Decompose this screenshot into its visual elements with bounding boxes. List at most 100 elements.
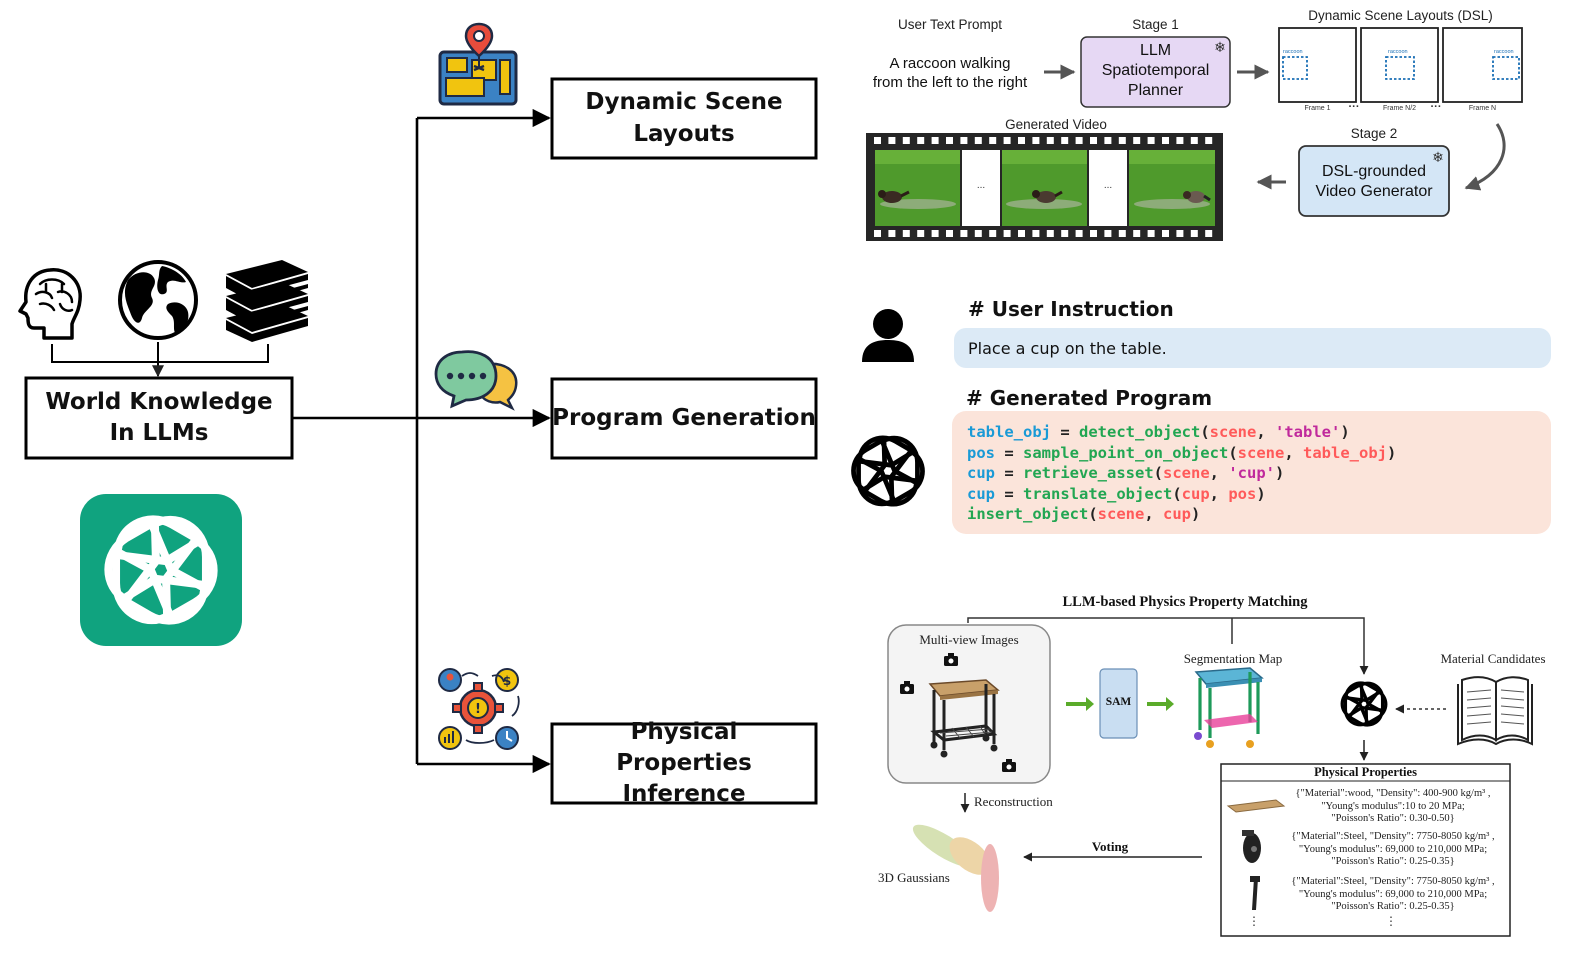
code-token: =: [995, 464, 1023, 482]
world-knowledge-box: [24, 376, 294, 460]
physics-pipeline: [887, 617, 1533, 937]
steel-properties-1: {"Material":Steel, "Density": 7750-8050 …: [1282, 831, 1504, 869]
code-token: 'table': [1275, 423, 1341, 441]
frame-ellipsis-2: ···: [1430, 101, 1442, 113]
code-token: (: [1200, 423, 1210, 441]
openai-icon: [845, 429, 931, 513]
planner-line1: LLM: [1139, 42, 1172, 59]
planner-label: LLM Spatiotemporal Planner: [1081, 41, 1230, 101]
brain-head-icon: [18, 268, 82, 340]
table-icon: [928, 679, 1000, 758]
svg-text:!: !: [475, 702, 481, 717]
sam-box: [1099, 668, 1138, 739]
material-candidates-label: Material Candidates: [1440, 651, 1546, 666]
caster-wheel-icon: [1242, 830, 1261, 863]
code-token: detect_object: [1079, 423, 1201, 441]
book-icon: [1457, 676, 1533, 746]
gear-process-icon: ! $: [438, 668, 520, 750]
instruction-heading: # User Instruction: [968, 297, 1174, 321]
dynamic-layouts-box: [550, 77, 818, 160]
program-bubble: [952, 411, 1551, 534]
code-token: pos: [1228, 484, 1257, 503]
steel1-line-1: {"Material":Steel, "Density": 7750-8050 …: [1291, 831, 1495, 842]
video-generator-box: [1298, 145, 1450, 217]
steel2-line-1: {"Material":Steel, "Density": 7750-8050 …: [1291, 876, 1495, 887]
layout-frame-1: [1278, 27, 1357, 103]
knowledge-merge-connector: [51, 342, 269, 378]
dynamic-line1: Dynamic Scene: [585, 89, 783, 116]
code-token: (: [1153, 464, 1163, 482]
segmentation-map: [1194, 667, 1264, 748]
gaussians-icon: [912, 824, 999, 912]
instruction-text: Place a cup on the table.: [968, 339, 1167, 358]
multiview-label: Multi-view Images: [919, 632, 1019, 647]
dsl-pipeline: ❄ ❄: [866, 27, 1523, 241]
layouts-title: Dynamic Scene Layouts (DSL): [1308, 8, 1493, 23]
code-token: scene: [1237, 443, 1285, 462]
program-generation-label: Program Generation: [552, 379, 816, 458]
wood-line-3: "Poisson's Ratio": 0.30-0.50}: [1331, 813, 1455, 824]
map-pin-icon: [438, 22, 518, 106]
generator-line2: Video Generator: [1315, 183, 1433, 200]
film-gap-2: ...: [1103, 180, 1113, 191]
raccoon-3: [1183, 191, 1211, 203]
physical-properties-panel: [1220, 763, 1511, 937]
code-line: table_obj = detect_object(scene, 'table'…: [967, 422, 1396, 443]
code-line: cup = retrieve_asset(scene, 'cup'): [967, 463, 1396, 484]
chat-bubbles-icon: [434, 350, 518, 411]
film-gap-1: ...: [976, 180, 986, 191]
props-title: Physical Properties: [1314, 765, 1417, 779]
code-token: translate_object: [1023, 484, 1173, 503]
raccoon-1: [878, 190, 910, 203]
code-token: ,: [1209, 484, 1229, 503]
world-knowledge-line2: In LLMs: [109, 420, 209, 446]
svg-text:$: $: [503, 674, 511, 688]
code-token: insert_object: [967, 505, 1089, 523]
snowflake-icon: ❄: [1214, 39, 1226, 55]
code-token: cup: [1163, 505, 1192, 523]
branch-connector: [292, 108, 551, 774]
layout-frame-2: [1360, 27, 1439, 103]
stage2-title: Stage 2: [1350, 126, 1398, 141]
books-icon: [226, 260, 308, 342]
code-token: =: [1051, 423, 1079, 441]
code-token: scene: [1097, 505, 1145, 523]
frame-caption-3: Frame N: [1468, 105, 1497, 112]
code-token: ): [1275, 464, 1285, 482]
llm-planner-box: [1080, 36, 1231, 108]
code-token: (: [1088, 505, 1098, 523]
segmentation-label: Segmentation Map: [1183, 651, 1283, 666]
code-token: (: [1172, 484, 1182, 503]
steel2-line-3: "Poisson's Ratio": 0.25-0.35}: [1331, 901, 1455, 912]
code-token: ,: [1284, 443, 1303, 462]
wood-line-2: "Young's modulus":10 to 20 MPa;: [1321, 800, 1465, 812]
code-token: ,: [1256, 423, 1276, 441]
code-token: =: [995, 443, 1023, 462]
instruction-bubble: [954, 328, 1551, 368]
physics-title: LLM-based Physics Property Matching: [1062, 594, 1308, 610]
code-line: pos = sample_point_on_object(scene, tabl…: [967, 443, 1396, 464]
code-token: pos: [967, 443, 995, 462]
prompt-text: A raccoon walking from the left to the r…: [852, 54, 1048, 92]
code-token: ): [1191, 505, 1201, 523]
generator-line1: DSL-grounded: [1321, 163, 1427, 180]
code-token: table_obj: [967, 423, 1051, 441]
code-token: sample_point_on_object: [1023, 443, 1229, 462]
frame-ellipsis-1: ···: [1348, 101, 1360, 113]
reconstruction-label: Reconstruction: [974, 794, 1053, 809]
code-token: cup: [1181, 484, 1210, 503]
planner-line3: Planner: [1127, 82, 1184, 99]
prompt-title: User Text Prompt: [897, 17, 1003, 32]
code-token: scene: [1209, 423, 1257, 441]
prompt-line2: from the left to the right: [872, 74, 1028, 91]
steel1-line-2: "Young's modulus": 69,000 to 210,000 MPa…: [1298, 843, 1488, 855]
program-generation-text: Program Generation: [552, 404, 816, 431]
physical-properties-box: [550, 722, 818, 805]
code-token: =: [995, 484, 1023, 503]
globe-icon: [118, 260, 198, 340]
code-token: ,: [1209, 464, 1229, 482]
openai-logo-icon: [80, 494, 242, 646]
